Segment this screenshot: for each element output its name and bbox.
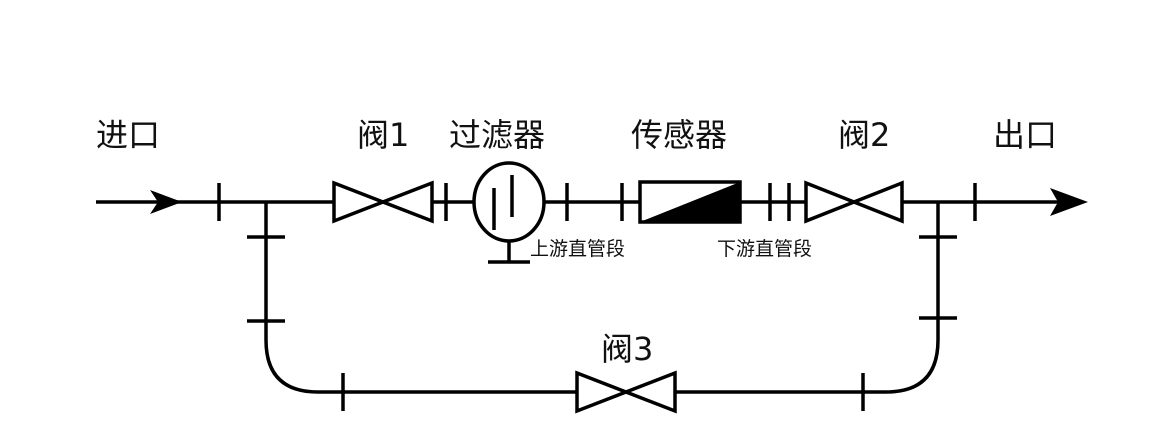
filter-label: 过滤器 [449, 116, 545, 154]
bypass-pipe [264, 202, 940, 394]
outlet-arrow-icon [1050, 188, 1088, 216]
outlet-label: 出口 [993, 116, 1057, 154]
filter-icon [472, 161, 546, 264]
valve2-label: 阀2 [838, 116, 890, 154]
valve1-icon [332, 180, 434, 224]
valve2-icon [804, 180, 904, 224]
inlet-label: 进口 [96, 116, 160, 154]
downstream-straight-pipe-label: 下游直管段 [717, 238, 812, 260]
bypass-flanges [247, 235, 957, 411]
valve3-label: 阀3 [601, 330, 653, 368]
sensor-icon [638, 180, 742, 224]
inlet-arrow-icon [150, 190, 182, 214]
valve1-label: 阀1 [357, 116, 409, 154]
main-pipe-flanges [217, 183, 977, 221]
upstream-straight-pipe-label: 上游直管段 [530, 238, 625, 260]
valve3-icon [575, 370, 677, 414]
sensor-label: 传感器 [631, 116, 727, 154]
